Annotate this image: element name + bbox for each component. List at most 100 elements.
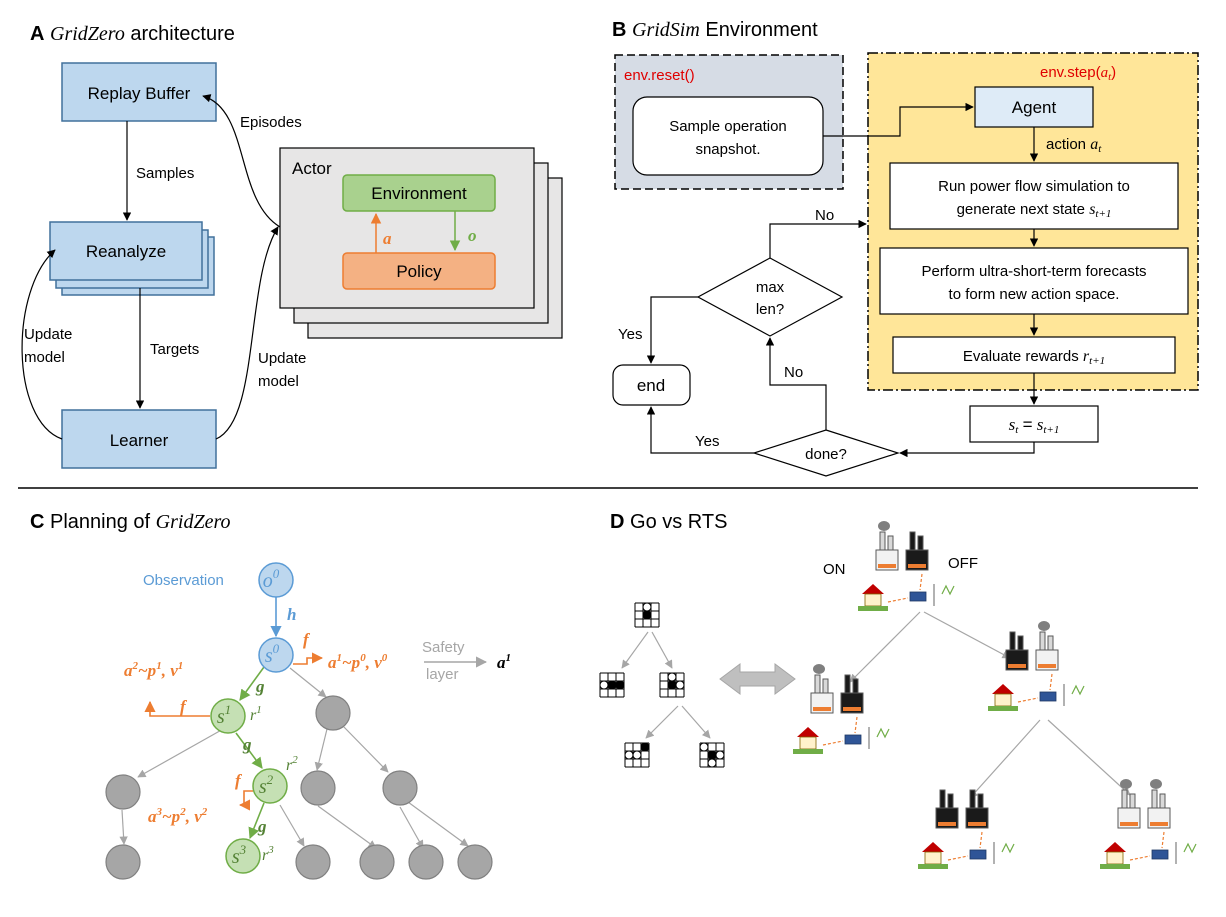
- forecast-line2: to form new action space.: [949, 286, 1120, 303]
- f-label-s0: f: [303, 630, 311, 649]
- go-tree-edges: [621, 631, 711, 739]
- tree-node-gray: [359, 844, 395, 880]
- update-right-line1: Update: [258, 350, 306, 367]
- node-o0: [258, 562, 294, 598]
- end-box: [612, 364, 691, 406]
- on-label: ON: [823, 561, 846, 578]
- tree-node-gray: [105, 774, 141, 810]
- maxlen-line1: max: [756, 279, 785, 296]
- go-board-root: [634, 602, 660, 628]
- reward-r2: r2: [286, 754, 298, 774]
- update-model-left-arrow: [21, 249, 63, 440]
- node-s1-label: s1: [217, 702, 231, 728]
- no-top-label: No: [815, 207, 834, 224]
- reanalyze-box: [49, 221, 203, 281]
- double-arrow-icon: [719, 663, 796, 695]
- grid-scene-right: [988, 621, 1085, 711]
- tree-node-gray: [408, 844, 444, 880]
- node-s3: [225, 838, 261, 874]
- observation-symbol: o: [468, 226, 477, 245]
- safety-line1: Safety: [422, 639, 465, 656]
- node-s1: [210, 698, 246, 734]
- go-board-br: [699, 742, 725, 768]
- action-symbol: a: [383, 229, 392, 248]
- g-label-2: g: [242, 735, 252, 754]
- maxlen-line2: len?: [756, 301, 784, 318]
- grid-scene-bottom-left: [918, 789, 1015, 869]
- targets-label: Targets: [150, 341, 199, 358]
- g-arrow-3: [248, 802, 265, 840]
- go-board-mid: [659, 672, 685, 698]
- sample-line2: snapshot.: [695, 141, 760, 158]
- tree-node-gray: [295, 844, 331, 880]
- environment-box: [342, 174, 496, 212]
- g-label-1: g: [255, 677, 265, 696]
- sample-snapshot-box: [632, 96, 824, 176]
- node-o0-label: o0: [263, 566, 280, 592]
- samples-label: Samples: [136, 165, 194, 182]
- yes-top-label: Yes: [618, 326, 642, 343]
- f-arrow-s0: [293, 652, 324, 665]
- panel-c-title: C Planning of GridZero: [30, 511, 230, 533]
- panel-b: B GridSim Environment env.reset() Sample…: [612, 19, 1199, 477]
- reanalyze-label: Reanalyze: [86, 242, 166, 261]
- end-label: end: [637, 376, 665, 395]
- action-label: action at: [1046, 136, 1102, 155]
- grid-scene-left: [793, 664, 890, 754]
- tree-node-gray: [382, 770, 418, 806]
- panel-d: D Go vs RTS ON OFF: [599, 511, 1197, 869]
- forecast-box: [879, 247, 1189, 315]
- panel-a-title: A GridZero architecture: [30, 23, 235, 45]
- g-label-3: g: [257, 817, 267, 836]
- reset-to-agent-arrow: [823, 102, 974, 137]
- a1-expression: a1~p0, v0: [328, 652, 388, 672]
- reward-label: Evaluate rewards rt+1: [963, 348, 1105, 367]
- node-s2-label: s2: [259, 772, 274, 798]
- env-step-label: env.step(at): [1040, 64, 1116, 83]
- node-s3-label: s3: [232, 842, 247, 868]
- tree-node-gray: [105, 844, 141, 880]
- power-flow-box: [889, 162, 1179, 230]
- node-s0-label: s0: [265, 641, 280, 667]
- done-no-arrow: [765, 337, 827, 430]
- off-label: OFF: [948, 555, 978, 572]
- a3-expression: a3~p2, v2: [148, 806, 208, 826]
- panel-b-title: B GridSim Environment: [612, 19, 818, 41]
- f-arrow-s2: [238, 790, 253, 811]
- observation-label: Observation: [143, 572, 224, 589]
- g-arrow-1: [239, 666, 265, 701]
- update-to-done-arrow: [899, 442, 1035, 458]
- tree-edges-gray: [119, 667, 469, 849]
- update-left-line2: model: [24, 349, 65, 366]
- state-update-label: st = st+1: [1009, 415, 1060, 436]
- update-right-line2: model: [258, 373, 299, 390]
- node-s2: [252, 768, 288, 804]
- node-s0: [258, 637, 294, 673]
- learner-box: [61, 409, 217, 469]
- panel-c: C Planning of GridZero: [30, 511, 511, 880]
- maxlen-diamond: [696, 257, 844, 337]
- done-label: done?: [805, 446, 847, 463]
- episodes-label: Episodes: [240, 114, 302, 131]
- a2-expression: a2~p1, v1: [124, 660, 183, 680]
- f-arrow-s1: [144, 700, 210, 717]
- power-flow-line2: generate next state st+1: [957, 201, 1112, 220]
- panel-d-title: D Go vs RTS: [610, 511, 727, 533]
- done-yes-arrow: [646, 406, 754, 454]
- h-label: h: [287, 605, 296, 624]
- go-board-left: [599, 672, 625, 698]
- update-left-line1: Update: [24, 326, 72, 343]
- environment-label: Environment: [371, 184, 467, 203]
- policy-label: Policy: [396, 262, 442, 281]
- f-label-s1: f: [180, 697, 188, 716]
- reward-box: [892, 336, 1176, 374]
- tree-node-gray: [300, 770, 336, 806]
- grid-scene-root: [858, 521, 955, 611]
- replay-buffer-box: [61, 62, 217, 122]
- reward-r3: r3: [262, 844, 274, 864]
- safety-line2: layer: [426, 666, 459, 683]
- learner-label: Learner: [110, 431, 169, 450]
- rts-tree-edges: [849, 611, 1131, 799]
